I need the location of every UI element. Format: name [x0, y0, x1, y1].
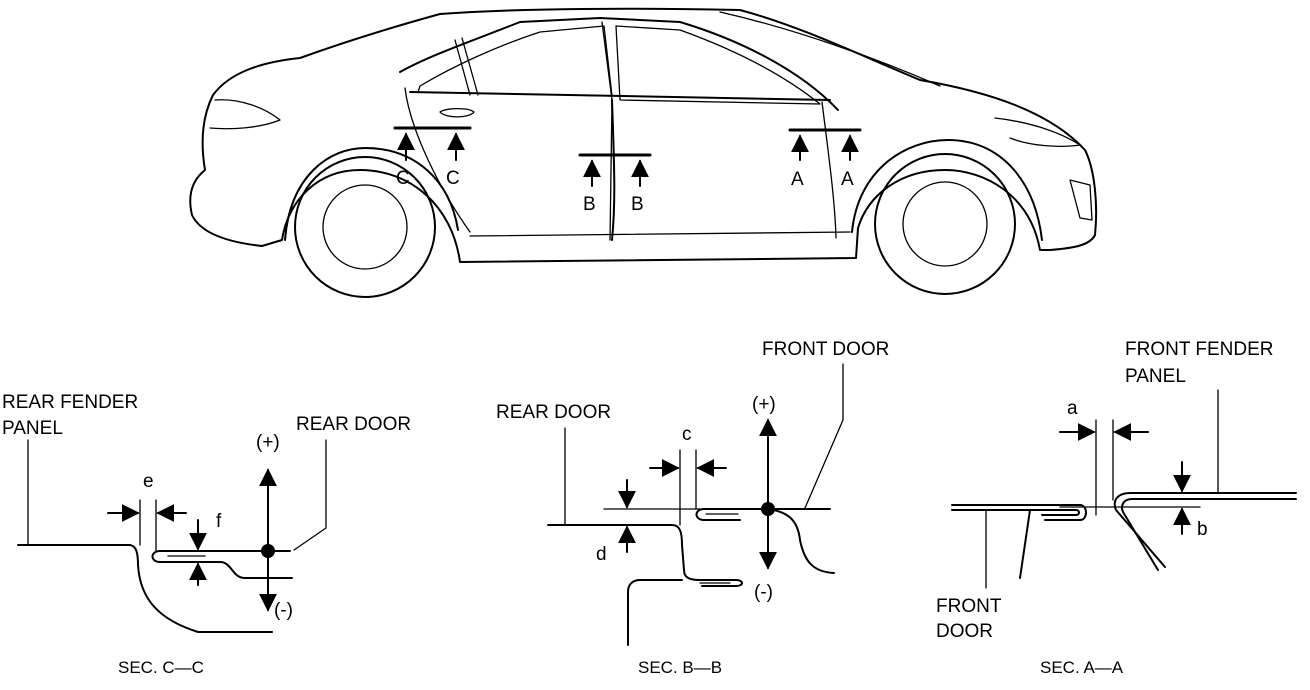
aa-door-inner-panel: [1019, 509, 1031, 579]
section-cc-title: SEC. C—C: [118, 658, 204, 677]
bb-dim-d: d: [596, 544, 607, 565]
car-rear-rim: [322, 184, 408, 270]
car-headlight: [994, 117, 1081, 147]
cut-line-aa: A A: [788, 128, 862, 190]
label-front-door-bb: FRONT DOOR: [762, 339, 889, 360]
label-rear-fender-panel-line1: REAR FENDER: [2, 392, 138, 413]
section-bb: REAR DOOR (+) (-) FRONT DOOR c d SEC. B—…: [496, 339, 889, 677]
car-front-tire: [874, 153, 1016, 295]
label-front-door-aa-line2: DOOR: [936, 621, 993, 642]
car-windshield: [719, 11, 941, 87]
car-fog-light: [1069, 179, 1093, 221]
car-rear-quarter-glass: [454, 37, 479, 96]
car-front-wheel-arch: [851, 139, 1043, 241]
leader-rear-door: [293, 439, 327, 551]
cut-label-a-right: A: [841, 169, 854, 190]
aa-dim-a: a: [1067, 398, 1078, 419]
car-beltline: [409, 91, 831, 101]
cut-line-bb: B B: [578, 153, 652, 215]
car-window-inner: [417, 25, 613, 97]
bb-minus-label: (-): [754, 582, 773, 603]
car-side-view: C C B B A A: [189, 7, 1098, 298]
car-front-window: [615, 25, 821, 105]
aa-front-door-panel: [951, 504, 1087, 521]
cut-label-c-left: C: [396, 168, 410, 189]
label-rear-fender-panel-line2: PANEL: [2, 418, 63, 439]
label-rear-door: REAR DOOR: [296, 414, 411, 435]
label-front-door-aa-line1: FRONT: [936, 596, 1002, 617]
car-door-handle: [439, 107, 475, 118]
car-front-door-edge: [821, 101, 837, 239]
section-bb-title: SEC. B—B: [638, 658, 722, 677]
label-rear-door-bb: REAR DOOR: [496, 402, 611, 423]
car-tail-light: [209, 99, 281, 130]
car-rear-door-edge: [404, 87, 471, 233]
bb-plus-label: (+): [752, 394, 776, 415]
aa-dim-b: b: [1197, 519, 1208, 540]
cut-line-cc: C C: [393, 126, 472, 189]
car-rear-tire: [294, 156, 436, 298]
car-rocker-line: [469, 231, 851, 237]
car-front-rim: [902, 181, 988, 267]
section-aa: FRONT FENDER PANEL FRONT DOOR a b SEC. A…: [936, 339, 1297, 677]
car-rear-wheel-arch: [284, 147, 459, 241]
cc-plus-label: (+): [256, 432, 280, 453]
cut-label-c-right: C: [446, 168, 460, 189]
label-front-fender-panel-line2: PANEL: [1125, 366, 1186, 387]
cc-dim-e: e: [143, 471, 154, 492]
car-window-frame: [399, 17, 839, 111]
bb-front-door-panel: [695, 508, 835, 574]
aa-front-fender-panel: [1113, 492, 1297, 568]
label-front-fender-panel-line1: FRONT FENDER: [1125, 339, 1273, 360]
car-door-split: [611, 99, 616, 241]
leader-front-door-bb: [804, 363, 844, 509]
bb-dim-c: c: [682, 424, 692, 445]
bb-rear-door-panel: [547, 524, 743, 587]
car-body-outline: [189, 7, 1098, 263]
section-aa-title: SEC. A—A: [1040, 658, 1124, 677]
cc-minus-label: (-): [274, 600, 293, 621]
cc-rear-fender-panel: [17, 544, 273, 633]
bb-body-panel: [627, 579, 683, 646]
cc-dim-f: f: [216, 511, 222, 532]
cc-rear-door-panel: [151, 550, 293, 579]
cut-label-a-left: A: [791, 169, 804, 190]
section-cc: REAR FENDER PANEL (+) (-) REAR DOOR e f …: [2, 392, 411, 677]
cut-label-b-left: B: [583, 194, 596, 215]
cut-label-b-right: B: [631, 194, 644, 215]
